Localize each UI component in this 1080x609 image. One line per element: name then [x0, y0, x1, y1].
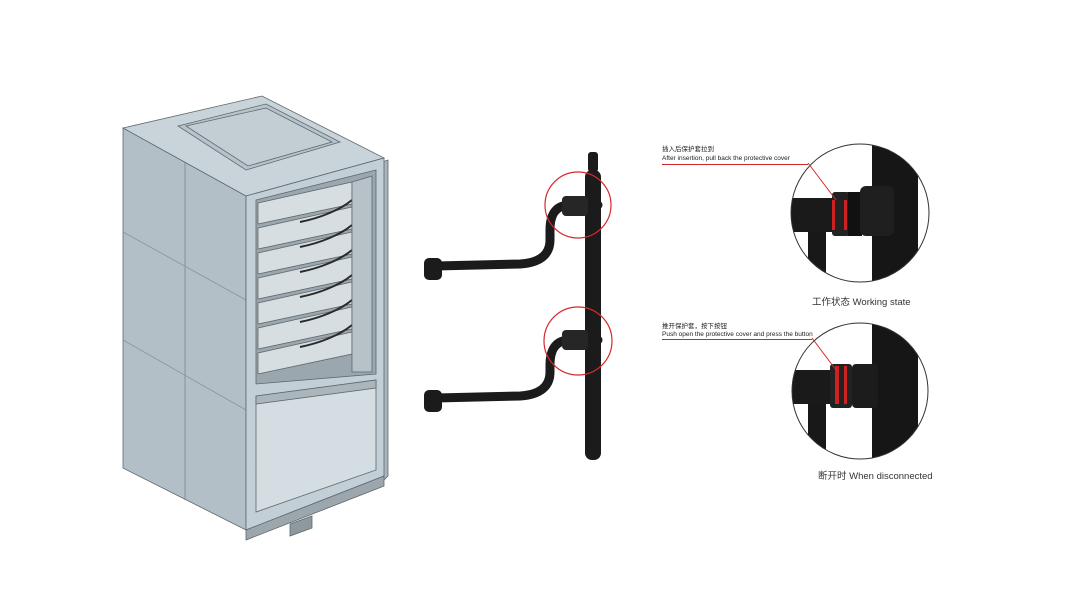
battery-modules: [257, 181, 353, 375]
working-note-en: After insertion, pull back the protectiv…: [662, 155, 790, 162]
detail-working-state: [790, 143, 930, 283]
upper-highlight-circle: [544, 171, 612, 239]
disconnect-note-en: Push open the protective cover and press…: [662, 331, 813, 338]
battery-cabinet: [121, 95, 389, 541]
detail-disconnected: [791, 322, 929, 460]
working-note-zh: 插入后保护套拉到: [662, 146, 714, 153]
connector-diagram: [424, 152, 613, 460]
lower-highlight-circle: [543, 306, 613, 376]
disconnected-caption: 断开时 When disconnected: [818, 471, 933, 482]
disconnect-note-rule: [662, 339, 812, 340]
working-note-rule: [662, 164, 808, 165]
working-state-caption: 工作状态 Working state: [812, 297, 911, 308]
module-cables: [299, 199, 353, 348]
disconnect-note-zh: 推开保护套，按下按钮: [662, 323, 727, 330]
